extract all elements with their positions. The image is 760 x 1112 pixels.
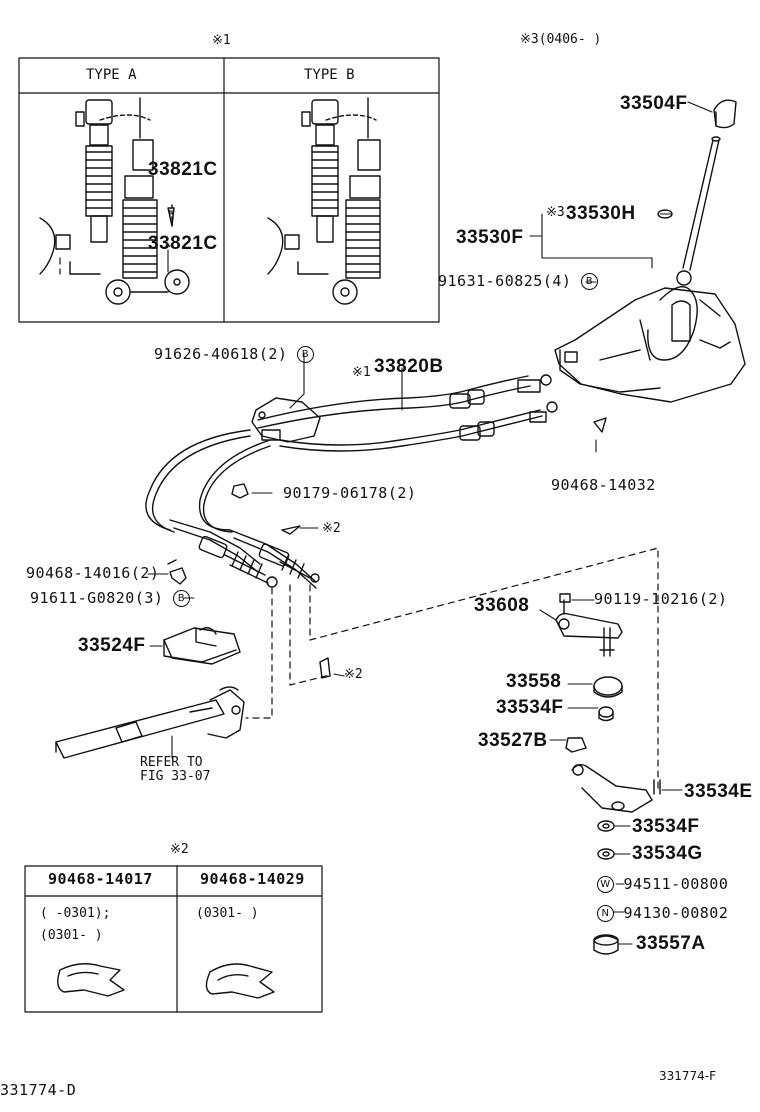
part-91626-text: 91626-40618(2)	[154, 345, 288, 363]
bracket-33524f-drawing	[163, 627, 241, 665]
n-mark-94130: N	[597, 905, 614, 922]
inset-col2-range1: (0301- )	[196, 906, 259, 921]
lever-33608-drawing	[555, 593, 623, 657]
part-33534f-a: 33534F	[496, 697, 564, 718]
note-1-label: ※1	[212, 33, 231, 48]
part-33534e: 33534E	[684, 781, 753, 802]
b-mark-91626: B	[296, 346, 314, 363]
part-94130-00802: N 94130-00802	[597, 905, 728, 922]
part-33821c-upper: 33821C	[148, 159, 218, 180]
part-33534g: 33534G	[632, 843, 703, 864]
shift-cable-drawing	[145, 374, 558, 589]
part-94130-text: 94130-00802	[623, 904, 729, 922]
note-2-label-a: ※2	[322, 521, 341, 536]
refer-to-line2: FIG 33-07	[140, 769, 211, 784]
inset-col1-range1: ( -0301);	[40, 906, 111, 921]
b-mark-91631: B	[580, 273, 598, 290]
part-91611-text: 91611-G0820(3)	[30, 589, 164, 607]
type-a-cable-drawing	[39, 97, 190, 305]
part-91631-60825: 91631-60825(4) B	[438, 273, 598, 290]
refer-to-line1: REFER TO	[140, 755, 203, 770]
inset-col2-header: 90468-14029	[200, 870, 305, 888]
part-33534f-b: 33534F	[632, 816, 700, 837]
part-91626-40618: 91626-40618(2) B	[154, 346, 314, 363]
part-90468-14016: 90468-14016(2)	[26, 564, 160, 582]
part-94511-text: 94511-00800	[623, 875, 729, 893]
note-2-label-b: ※2	[344, 667, 363, 682]
b-mark-91611: B	[172, 590, 190, 607]
part-33527b: 33527B	[478, 730, 548, 751]
part-90468-14032: 90468-14032	[551, 476, 656, 494]
part-33608: 33608	[474, 595, 530, 616]
footer-left-code: 331774-D	[0, 1081, 77, 1099]
part-33530h-note: ※3	[546, 205, 565, 220]
footer-right-code: 331774-F	[659, 1069, 717, 1083]
part-33820b-note: ※1	[352, 365, 371, 380]
part-33821c-lower: 33821C	[148, 233, 218, 254]
part-33820b: 33820B	[374, 356, 444, 377]
type-a-header: TYPE A	[86, 67, 137, 83]
shift-lever-assembly-drawing	[554, 136, 746, 403]
inset-clips-box	[24, 865, 323, 1013]
shift-knob-drawing	[713, 99, 737, 129]
inset-clips-note: ※2	[170, 842, 189, 857]
part-33530h: 33530H	[566, 203, 636, 224]
note-3-label: ※3(0406- )	[520, 32, 602, 47]
part-33557a: 33557A	[636, 933, 706, 954]
part-91631-text: 91631-60825(4)	[438, 272, 572, 290]
part-90179-06178: 90179-06178(2)	[283, 484, 417, 502]
part-33530f: 33530F	[456, 227, 524, 248]
type-b-header: TYPE B	[304, 67, 355, 83]
part-91611-g0820: 91611-G0820(3) B	[30, 590, 190, 607]
lower-parts-drawing	[565, 676, 661, 955]
part-33524f: 33524F	[78, 635, 146, 656]
inset-type-box	[18, 57, 440, 323]
inset-col1-header: 90468-14017	[48, 870, 153, 888]
retainer-clips-drawing	[167, 417, 607, 679]
leader-lines	[147, 101, 713, 945]
type-b-cable-drawing	[267, 97, 381, 305]
inset-col1-range2: (0301- )	[40, 928, 103, 943]
reference-dashed-lines	[59, 245, 659, 791]
part-33558: 33558	[506, 671, 562, 692]
w-mark-94511: W	[597, 876, 614, 893]
shift-shaft-drawing	[55, 686, 245, 759]
part-33504f: 33504F	[620, 93, 688, 114]
part-94511-00800: W 94511-00800	[597, 876, 728, 893]
part-90119-10216: 90119-10216(2)	[594, 590, 728, 608]
